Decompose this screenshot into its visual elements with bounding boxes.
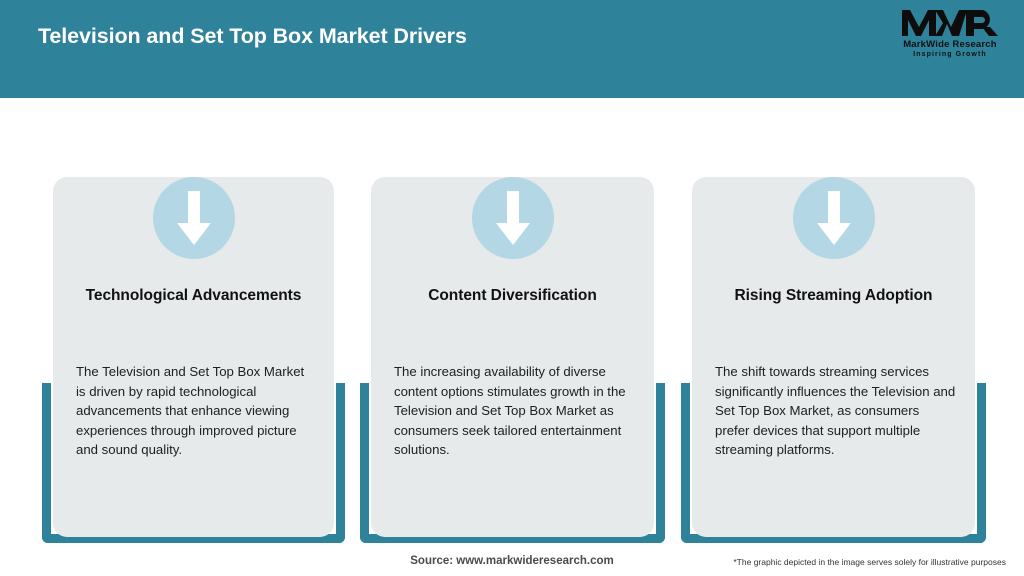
down-arrow-icon	[152, 177, 235, 259]
card-body-text: The increasing availability of diverse c…	[394, 364, 626, 458]
card-accent-frame	[360, 383, 665, 543]
card-body-text: The Television and Set Top Box Market is…	[76, 364, 305, 458]
card-title: Technological Advancements	[85, 287, 302, 304]
card-title: Rising Streaming Adoption	[734, 287, 933, 304]
card-accent-frame	[42, 383, 345, 543]
arrow-glyph	[176, 191, 211, 245]
logo-company-name: MarkWide Research	[903, 39, 997, 50]
card-accent-frame	[681, 383, 986, 543]
disclaimer-note: *The graphic depicted in the image serve…	[733, 557, 1006, 567]
brand-logo: MarkWide Research Inspiring Growth	[892, 8, 1008, 66]
card-panel: Rising Streaming Adoption The shift towa…	[692, 177, 975, 537]
card-body-text: The shift towards streaming services sig…	[715, 364, 956, 458]
down-arrow-icon	[471, 177, 554, 259]
page-title: Television and Set Top Box Market Driver…	[38, 24, 467, 48]
source-label: Source: www.markwideresearch.com	[410, 555, 614, 567]
card-title: Content Diversification	[428, 287, 597, 304]
arrow-glyph	[816, 191, 851, 245]
logo-tagline: Inspiring Growth	[913, 51, 987, 58]
down-arrow-icon	[792, 177, 875, 259]
header-bar: Television and Set Top Box Market Driver…	[0, 0, 1024, 98]
card-panel: Content Diversification The increasing a…	[371, 177, 654, 537]
card-panel: Technological Advancements The Televisio…	[53, 177, 334, 537]
mwr-logo-icon	[902, 10, 998, 36]
arrow-glyph	[495, 191, 530, 245]
